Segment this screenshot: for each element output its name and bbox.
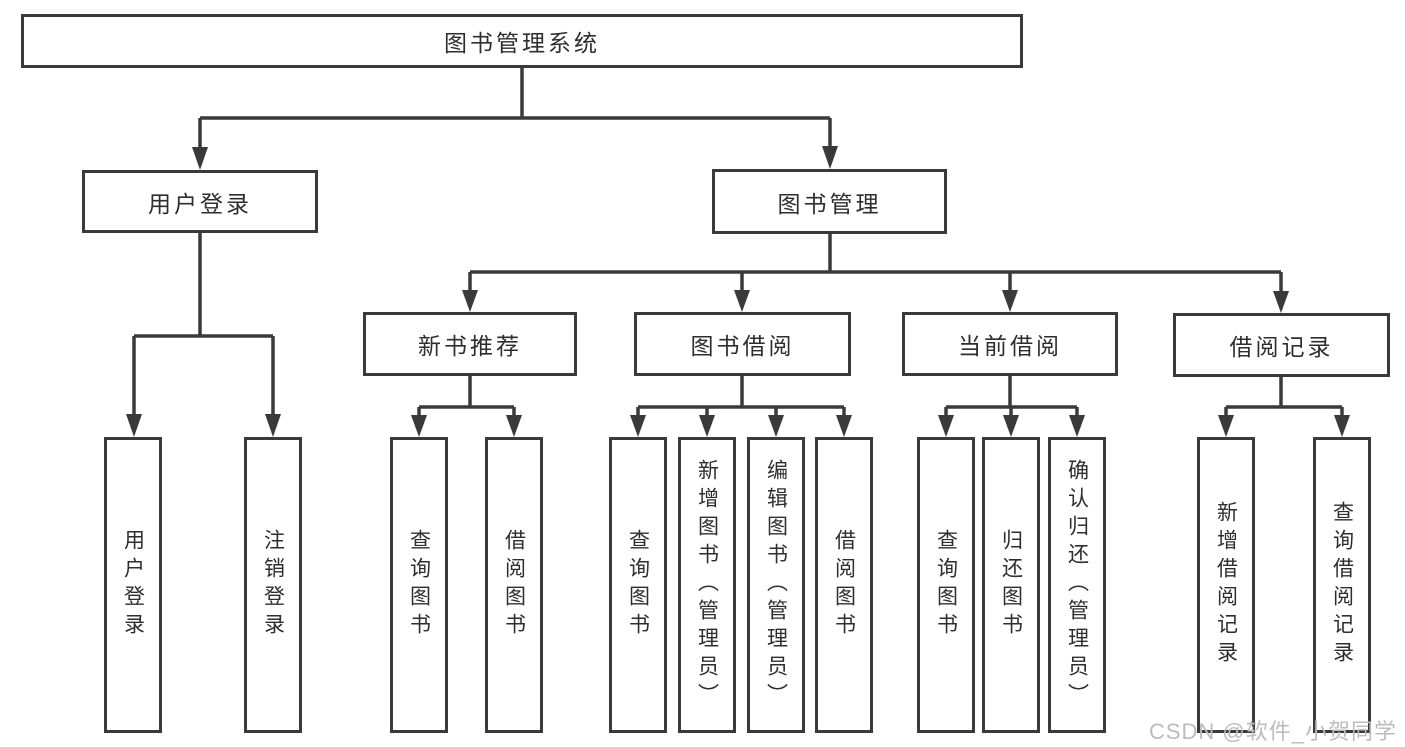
node-book-borrowing: 图书借阅 xyxy=(634,312,851,376)
connector-strokes xyxy=(132,68,1344,417)
node-book-management-branch: 图书管理 xyxy=(712,169,947,234)
csdn-watermark: CSDN @软件_小贺同学 xyxy=(1148,719,1397,744)
leaf-label: 查询图书 xyxy=(626,529,650,641)
node-label: 图书管理 xyxy=(777,190,882,217)
leaf-logout: 注销登录 xyxy=(244,437,302,733)
leaf-confirm-return-admin: 确认归还（管理员） xyxy=(1048,437,1106,733)
leaf-borrow-books-recommend: 借阅图书 xyxy=(485,437,543,733)
leaf-label: 用户登录 xyxy=(121,529,145,641)
leaf-label: 借阅图书 xyxy=(832,529,856,641)
leaf-edit-books-admin: 编辑图书（管理员） xyxy=(747,437,805,733)
leaf-label: 新增图书（管理员） xyxy=(695,459,719,711)
leaf-label: 归还图书 xyxy=(999,529,1023,641)
leaf-label: 查询图书 xyxy=(407,529,431,641)
leaf-user-login: 用户登录 xyxy=(104,437,162,733)
leaf-return-books: 归还图书 xyxy=(982,437,1040,733)
leaf-label: 新增借阅记录 xyxy=(1214,501,1238,669)
leaf-query-books-recommend: 查询图书 xyxy=(390,437,448,733)
leaf-label: 查询图书 xyxy=(934,529,958,641)
node-label: 用户登录 xyxy=(148,190,252,217)
node-borrowing-records: 借阅记录 xyxy=(1173,313,1390,377)
node-label: 当前借阅 xyxy=(958,333,1062,359)
leaf-label: 借阅图书 xyxy=(502,529,526,641)
leaf-label: 编辑图书（管理员） xyxy=(764,459,788,711)
node-label: 图书管理系统 xyxy=(444,30,600,56)
leaf-add-books-admin: 新增图书（管理员） xyxy=(678,437,736,733)
node-current-borrowing: 当前借阅 xyxy=(902,312,1118,376)
leaf-add-borrow-record: 新增借阅记录 xyxy=(1197,437,1255,733)
node-label: 图书借阅 xyxy=(690,333,795,359)
leaf-query-books-current: 查询图书 xyxy=(917,437,975,733)
leaf-label: 注销登录 xyxy=(261,529,285,641)
node-label: 借阅记录 xyxy=(1229,334,1334,360)
node-user-login-branch: 用户登录 xyxy=(82,170,318,233)
leaf-borrow-books: 借阅图书 xyxy=(815,437,873,733)
node-label: 新书推荐 xyxy=(418,333,522,359)
leaf-label: 确认归还（管理员） xyxy=(1065,459,1089,711)
node-new-book-recommend: 新书推荐 xyxy=(363,312,577,376)
node-root-system: 图书管理系统 xyxy=(21,14,1023,68)
arrowheads xyxy=(126,146,1350,437)
leaf-label: 查询借阅记录 xyxy=(1330,501,1354,669)
leaf-query-borrow-record: 查询借阅记录 xyxy=(1313,437,1371,733)
leaf-query-books-borrowing: 查询图书 xyxy=(609,437,667,733)
